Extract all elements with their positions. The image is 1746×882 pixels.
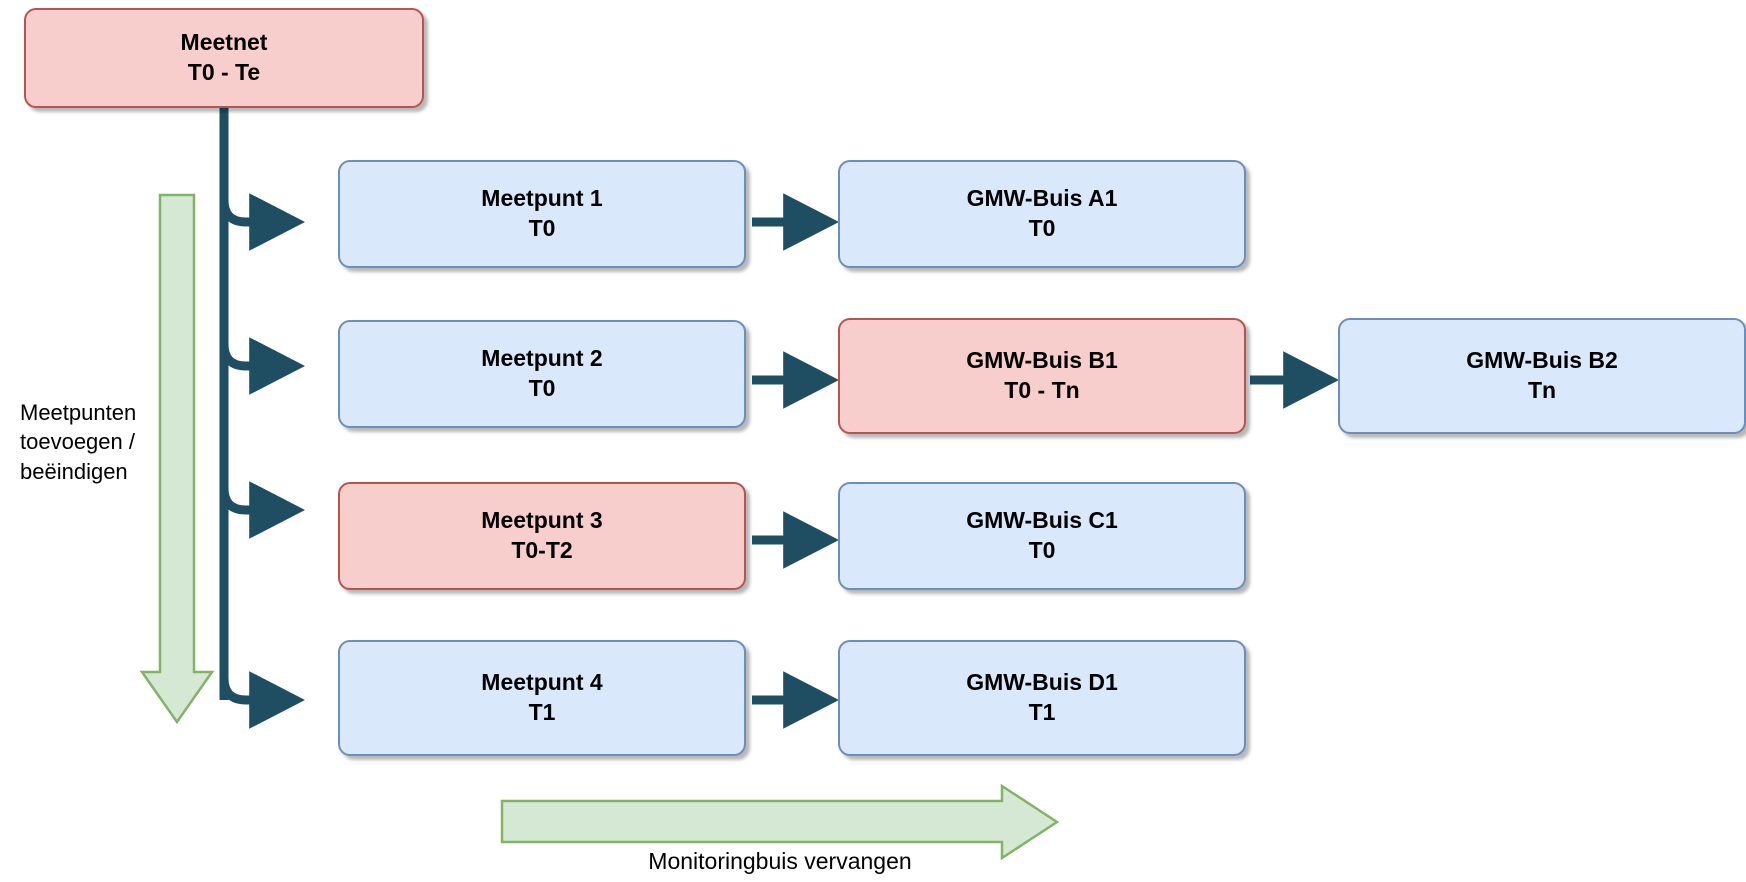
edge-meetnet-mp1 bbox=[219, 193, 306, 251]
bottom-arrow-label: Monitoringbuis vervangen bbox=[648, 848, 912, 874]
node-meetpunt-2-line1: Meetpunt 2 bbox=[481, 345, 603, 372]
node-meetpunt-3-line1: Meetpunt 3 bbox=[481, 507, 603, 534]
node-gmw-buis-c1-line1: GMW-Buis C1 bbox=[966, 507, 1118, 534]
node-gmw-buis-d1-line2: T1 bbox=[1028, 699, 1056, 725]
node-meetpunt-3[interactable]: Meetpunt 3 T0-T2 bbox=[338, 482, 746, 590]
edge-meetnet-mp3 bbox=[219, 481, 306, 539]
node-gmw-buis-a1-line2: T0 bbox=[1028, 215, 1056, 241]
node-meetpunt-1[interactable]: Meetpunt 1 T0 bbox=[338, 160, 746, 268]
node-gmw-buis-b1-line2: T0 - Tn bbox=[1004, 377, 1080, 403]
node-gmw-buis-c1[interactable]: GMW-Buis C1 T0 bbox=[838, 482, 1246, 590]
node-meetpunt-4-line2: T1 bbox=[528, 699, 556, 725]
node-meetpunt-3-line2: T0-T2 bbox=[511, 537, 573, 563]
node-meetpunt-2-line2: T0 bbox=[528, 375, 556, 401]
node-gmw-buis-b1[interactable]: GMW-Buis B1 T0 - Tn bbox=[838, 318, 1246, 434]
node-meetnet-line2: T0 - Te bbox=[187, 59, 261, 85]
edge-meetnet-mp2 bbox=[219, 337, 306, 395]
node-meetpunt-4[interactable]: Meetpunt 4 T1 bbox=[338, 640, 746, 756]
node-meetpunt-1-line2: T0 bbox=[528, 215, 556, 241]
node-gmw-buis-b2-line2: Tn bbox=[1527, 377, 1557, 403]
node-meetpunt-4-line1: Meetpunt 4 bbox=[481, 669, 603, 696]
node-gmw-buis-d1[interactable]: GMW-Buis D1 T1 bbox=[838, 640, 1246, 756]
node-meetnet-line1: Meetnet bbox=[180, 29, 268, 56]
node-gmw-buis-b2-line1: GMW-Buis B2 bbox=[1466, 347, 1618, 374]
node-gmw-buis-c1-line2: T0 bbox=[1028, 537, 1056, 563]
left-arrow-label: Meetpunten toevoegen / beëindigen bbox=[20, 400, 137, 484]
node-meetnet[interactable]: Meetnet T0 - Te bbox=[24, 8, 424, 108]
node-gmw-buis-b1-line1: GMW-Buis B1 bbox=[966, 347, 1118, 374]
node-gmw-buis-a1[interactable]: GMW-Buis A1 T0 bbox=[838, 160, 1246, 268]
node-gmw-buis-b2[interactable]: GMW-Buis B2 Tn bbox=[1338, 318, 1746, 434]
node-meetpunt-2[interactable]: Meetpunt 2 T0 bbox=[338, 320, 746, 428]
edge-meetnet-mp4 bbox=[219, 671, 306, 729]
node-gmw-buis-a1-line1: GMW-Buis A1 bbox=[966, 185, 1118, 212]
node-meetpunt-1-line1: Meetpunt 1 bbox=[481, 185, 603, 212]
node-gmw-buis-d1-line1: GMW-Buis D1 bbox=[966, 669, 1118, 696]
